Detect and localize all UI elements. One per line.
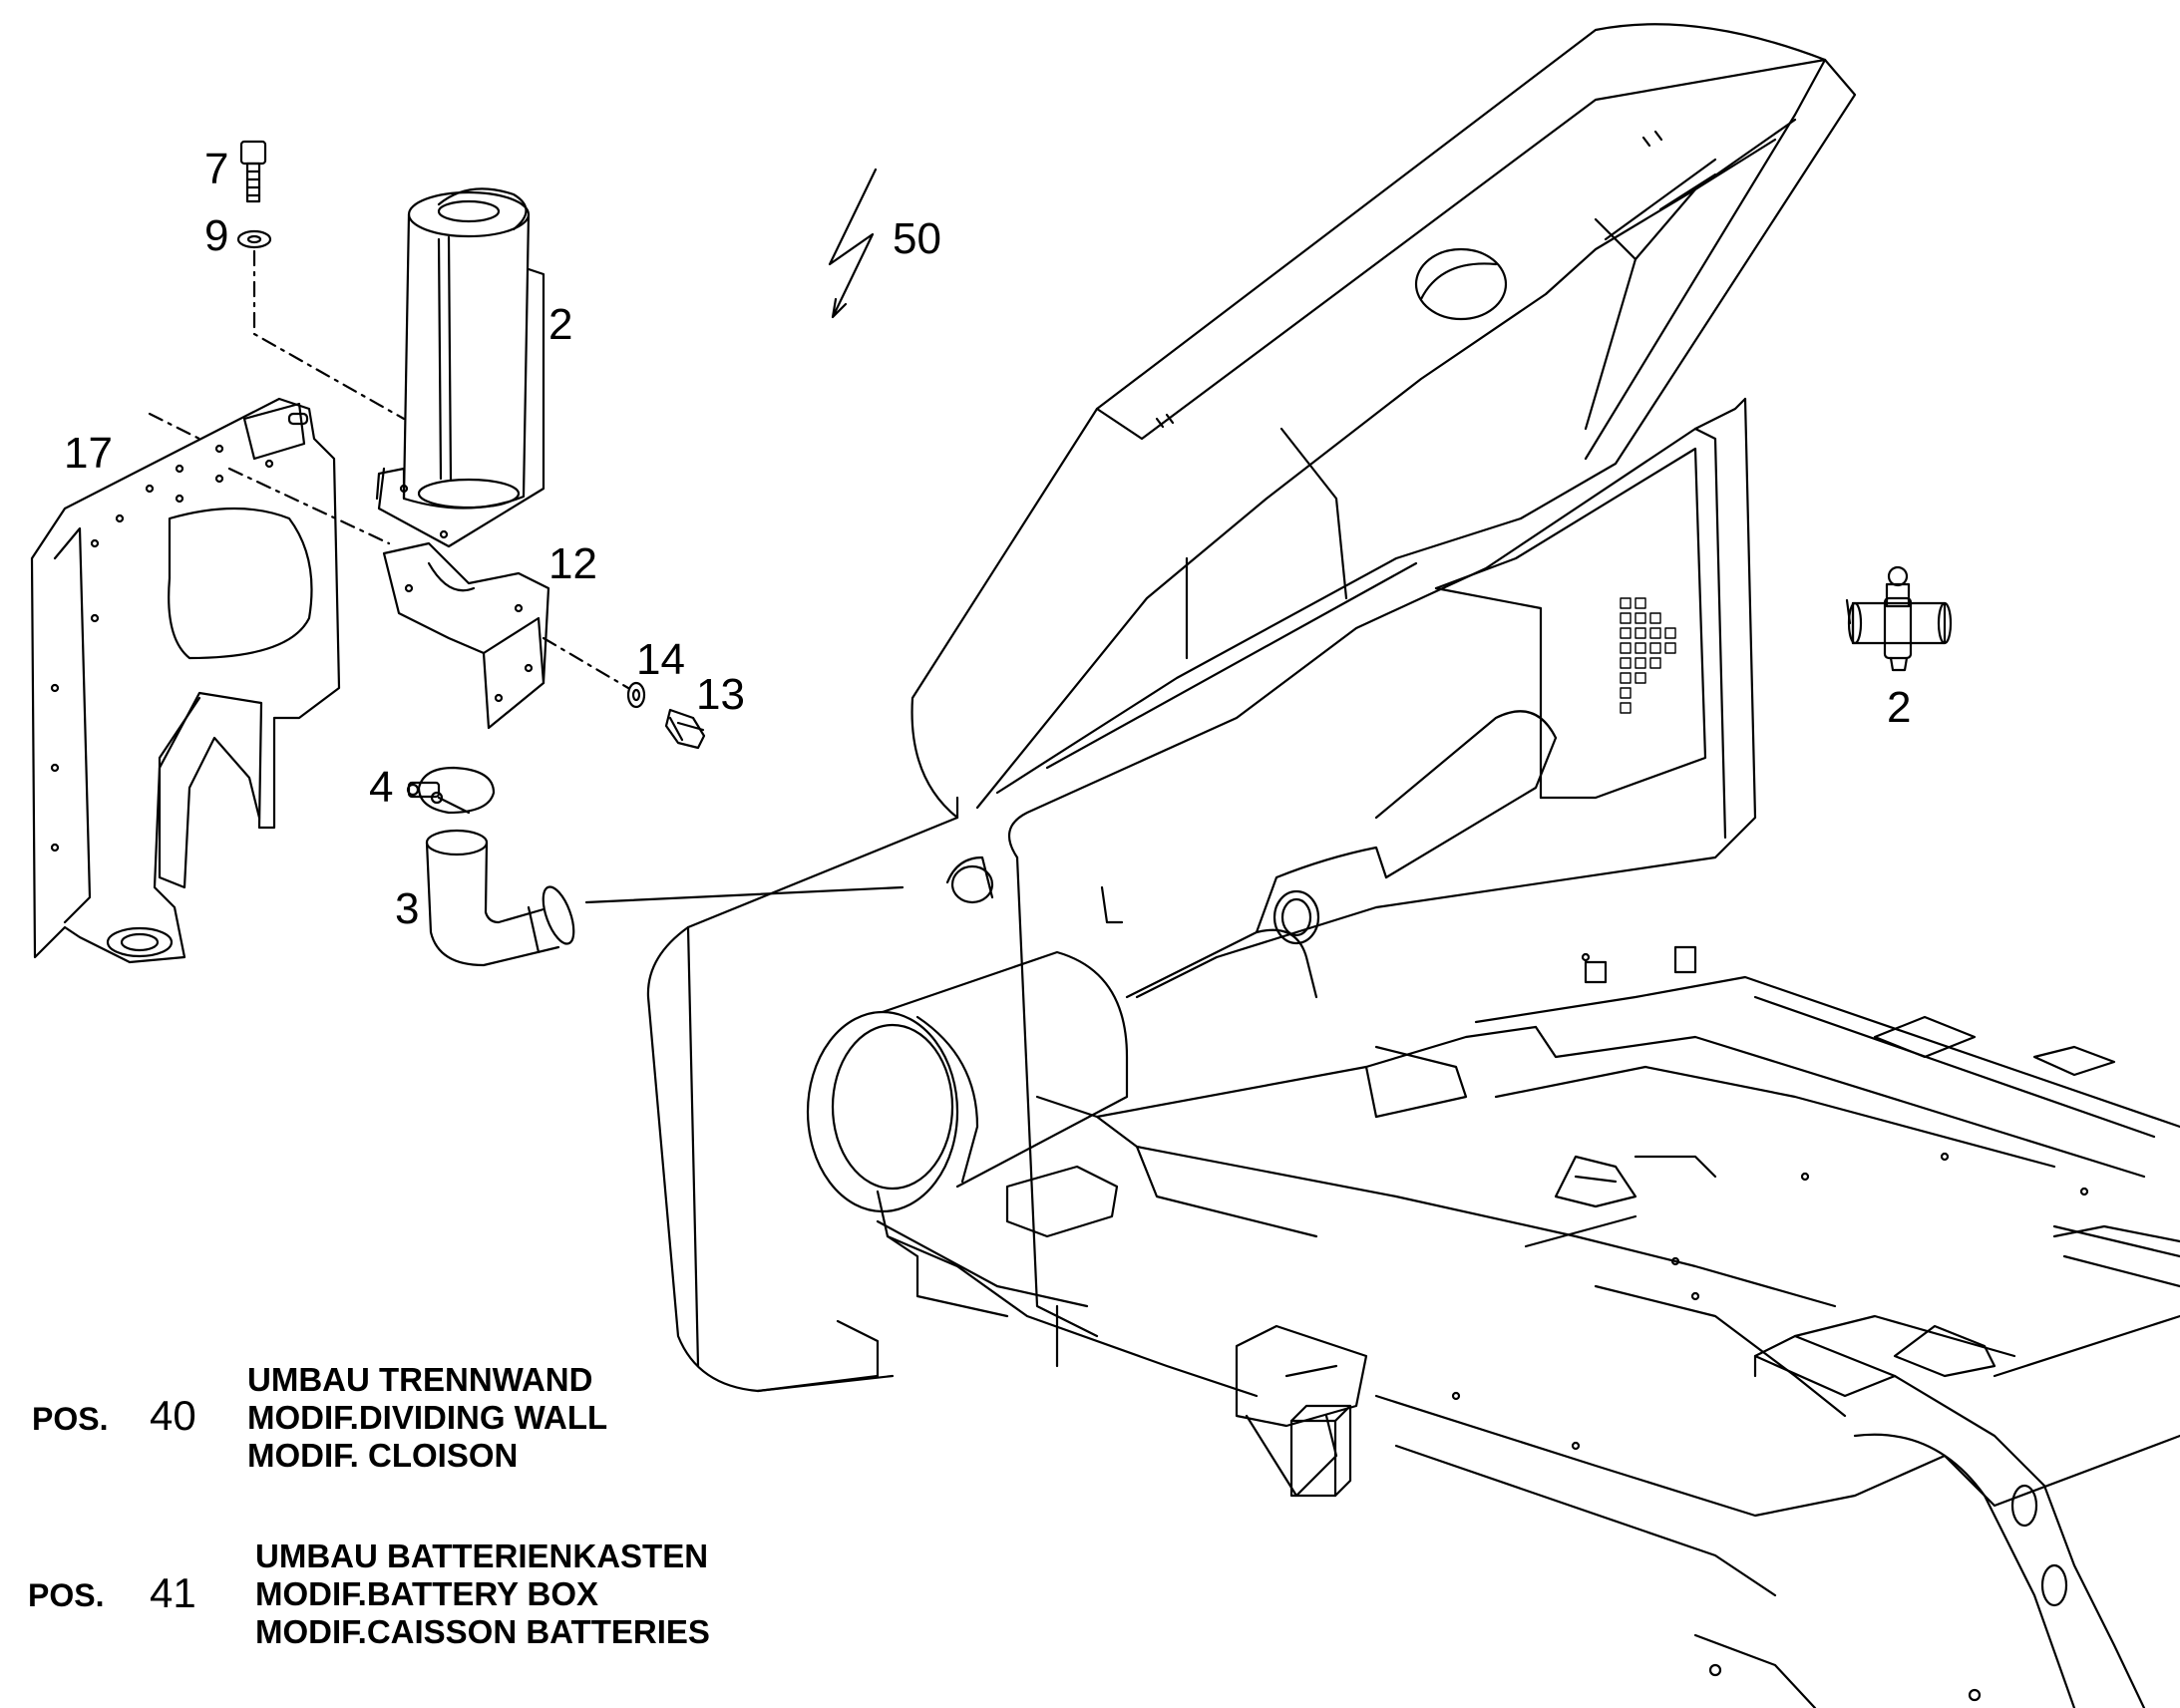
pos-40-line-en: MODIF.DIVIDING WALL	[247, 1399, 608, 1436]
pos-41-line-de: UMBAU BATTERIENKASTEN	[255, 1537, 709, 1574]
washer-part-14	[626, 681, 646, 709]
pos-41-label: POS.	[28, 1577, 105, 1613]
machine-frame-assembly	[646, 23, 2180, 1708]
pos-41-line-en: MODIF.BATTERY BOX	[255, 1575, 599, 1612]
pos-41-number: 41	[150, 1569, 196, 1616]
plate-part-12	[382, 541, 550, 730]
bolt-part-13	[664, 708, 706, 750]
pos-41-line-fr: MODIF.CAISSON BATTERIES	[255, 1613, 710, 1650]
t-connector-part-2	[1845, 565, 1953, 672]
callout-13: 13	[696, 670, 745, 719]
reference-flash-symbol	[828, 168, 878, 319]
assembly-line-17-12	[227, 467, 391, 545]
assembly-line-9-2	[252, 249, 406, 421]
callout-2-connector: 2	[1887, 683, 1911, 732]
callout-12: 12	[548, 539, 597, 588]
callout-17: 17	[64, 429, 113, 478]
pos-41-text: UMBAU BATTERIENKASTEN MODIF.BATTERY BOX …	[255, 1537, 710, 1651]
pos-40-line-fr: MODIF. CLOISON	[247, 1437, 519, 1474]
hose-clamp-part-4	[406, 766, 496, 815]
pos-40-label: POS.	[32, 1401, 109, 1437]
pos-40-number: 40	[150, 1392, 196, 1439]
callout-3: 3	[395, 884, 419, 933]
screw-part-7	[239, 140, 267, 203]
callout-labels: 7 9 2 50 17 12 14 13 4 3 2	[64, 145, 1911, 933]
callout-9: 9	[204, 211, 228, 260]
assembly-line-17	[148, 412, 201, 441]
bracket-part-17	[30, 397, 341, 964]
cylinder-part-2	[375, 187, 545, 548]
pos-40-text: UMBAU TRENNWAND MODIF.DIVIDING WALL MODI…	[247, 1361, 607, 1475]
leader-line-3	[584, 885, 905, 904]
washer-part-9	[236, 229, 272, 249]
assembly-line-12-14	[542, 636, 630, 690]
callout-7: 7	[204, 145, 228, 193]
callout-4: 4	[369, 763, 393, 812]
elbow-hose-part-3	[425, 829, 575, 967]
pos-40-line-de: UMBAU TRENNWAND	[247, 1361, 593, 1398]
callout-50: 50	[893, 214, 941, 263]
callout-14: 14	[636, 635, 685, 684]
callout-2-cylinder: 2	[548, 300, 572, 349]
